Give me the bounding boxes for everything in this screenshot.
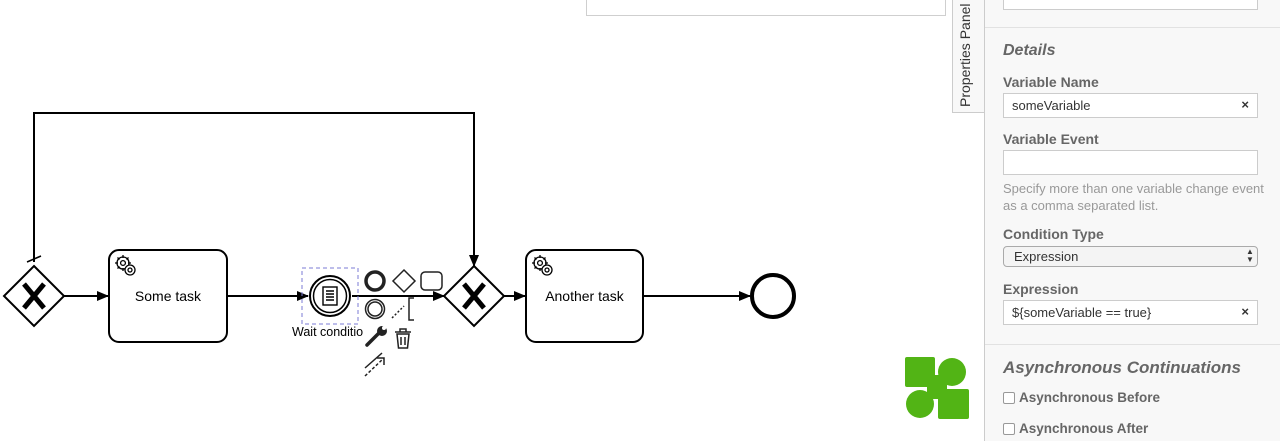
- async-before-label: Asynchronous Before: [1019, 390, 1161, 405]
- default-flow-marker: [26, 255, 42, 263]
- variable-name-label: Variable Name: [1003, 74, 1099, 90]
- details-group-title: Details: [1003, 42, 1056, 59]
- append-gateway-icon[interactable]: [391, 268, 417, 294]
- condition-type-label: Condition Type: [1003, 226, 1104, 242]
- condition-document-icon: [322, 286, 338, 306]
- append-text-annotation-icon[interactable]: [391, 297, 414, 321]
- service-task-another-task[interactable]: [525, 249, 644, 343]
- gear-icon: [115, 255, 136, 276]
- end-event[interactable]: [750, 273, 796, 319]
- variable-event-input[interactable]: [1003, 150, 1258, 175]
- service-task-some-task[interactable]: [108, 249, 228, 343]
- append-task-icon[interactable]: [420, 271, 443, 291]
- async-after-checkbox[interactable]: [1003, 423, 1015, 435]
- async-before-checkbox[interactable]: [1003, 392, 1015, 404]
- selection-outline: [301, 267, 359, 325]
- append-intermediate-event-icon[interactable]: [364, 298, 386, 320]
- expression-label: Expression: [1003, 281, 1079, 297]
- exclusive-gateway-right[interactable]: [442, 264, 506, 328]
- gear-icon: [532, 255, 553, 276]
- clear-variable-name-icon[interactable]: ×: [1241, 97, 1249, 112]
- async-before-row[interactable]: Asynchronous Before: [1003, 390, 1160, 405]
- group-divider: [985, 344, 1280, 345]
- condition-type-value: Expression: [1014, 249, 1079, 264]
- task-label-another-task: Another task: [545, 288, 624, 304]
- wrench-icon[interactable]: [365, 326, 387, 347]
- previous-field-fragment[interactable]: [1003, 0, 1258, 10]
- condition-type-select[interactable]: Expression ▲▼: [1003, 246, 1258, 267]
- async-after-row[interactable]: Asynchronous After: [1003, 421, 1148, 436]
- expression-input[interactable]: ${someVariable == true} ×: [1003, 300, 1258, 325]
- properties-panel-tab-label: Properties Panel: [957, 3, 973, 107]
- async-group-title: Asynchronous Continuations: [1003, 358, 1241, 377]
- exclusive-gateway-left[interactable]: [2, 264, 66, 328]
- task-label-some-task: Some task: [134, 288, 202, 304]
- variable-event-help-text: Specify more than one variable change ev…: [1003, 181, 1264, 213]
- top-textarea-fragment: [586, 0, 946, 16]
- variable-name-value: someVariable: [1012, 98, 1091, 113]
- append-end-event-icon[interactable]: [364, 270, 386, 292]
- async-after-label: Asynchronous After: [1019, 421, 1149, 436]
- event-label[interactable]: Wait conditio: [292, 325, 364, 339]
- group-divider: [985, 27, 1280, 28]
- properties-panel: Details Variable Name someVariable × Var…: [984, 0, 1280, 441]
- loop-flow[interactable]: [33, 112, 479, 267]
- connect-arrow-icon[interactable]: [364, 352, 385, 377]
- camunda-logo-icon: [905, 357, 969, 419]
- trash-icon[interactable]: [395, 328, 411, 349]
- variable-name-input[interactable]: someVariable ×: [1003, 93, 1258, 118]
- conditional-event-wait[interactable]: [301, 267, 359, 325]
- properties-panel-toggle[interactable]: Properties Panel: [952, 0, 984, 113]
- select-arrows-icon: ▲▼: [1246, 247, 1254, 264]
- context-pad[interactable]: [364, 268, 443, 377]
- diagram-svg[interactable]: [0, 0, 985, 441]
- expression-value: ${someVariable == true}: [1012, 305, 1152, 320]
- variable-event-label: Variable Event: [1003, 131, 1099, 147]
- bpmn-canvas[interactable]: Some task Another task Wait conditio: [0, 0, 985, 441]
- clear-expression-icon[interactable]: ×: [1241, 304, 1249, 319]
